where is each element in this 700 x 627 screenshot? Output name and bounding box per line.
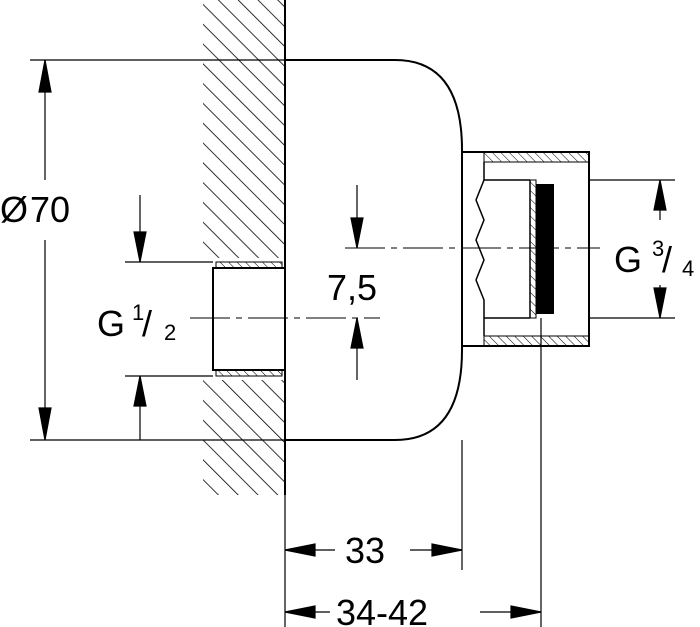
inlet-pipe	[212, 261, 286, 377]
outlet-thread-prefix: G	[614, 239, 642, 280]
dimension-offset	[350, 185, 364, 380]
outlet-thread-denominator: 4	[682, 256, 694, 281]
outlet-thread-slash: /	[662, 239, 672, 280]
wall-section	[203, 0, 286, 495]
depth-range-value: 34-42	[336, 592, 428, 627]
center-lines	[190, 247, 600, 319]
outlet-fitting	[461, 151, 590, 347]
dimension-outlet-thread	[653, 179, 667, 319]
depth-fixed-value: 33	[345, 530, 385, 571]
inlet-thread-prefix: G	[97, 303, 125, 344]
dimension-inlet-thread	[133, 195, 147, 440]
offset-value: 7,5	[327, 267, 377, 308]
dimension-depth-range	[284, 605, 542, 619]
diameter-value: 70	[30, 189, 70, 230]
extension-lines	[30, 59, 675, 627]
dimension-depth-fixed	[284, 543, 463, 557]
inlet-thread-slash: /	[142, 303, 152, 344]
inlet-thread-numerator: 1	[132, 300, 144, 325]
outlet-thread-numerator: 3	[652, 236, 664, 261]
dimension-diameter	[38, 59, 52, 441]
housing-outline	[285, 59, 463, 441]
diameter-symbol: Ø	[0, 189, 28, 230]
inlet-thread-denominator: 2	[164, 320, 176, 345]
